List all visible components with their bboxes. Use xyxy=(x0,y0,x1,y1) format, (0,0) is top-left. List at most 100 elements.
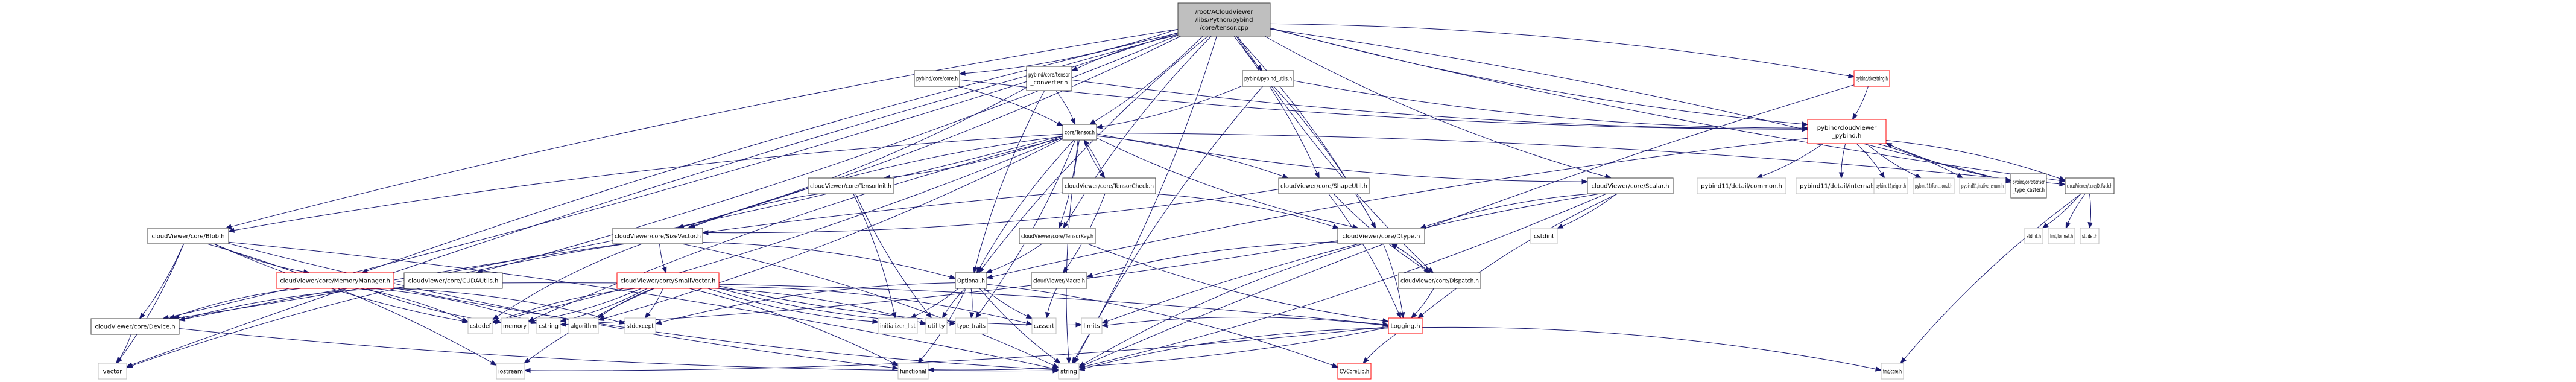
node-sizevector[interactable]: cloudViewer/core/SizeVector.h xyxy=(612,228,703,244)
node-docstring[interactable]: pybind/docstring.h xyxy=(1853,70,1890,87)
node-label: initializer_list xyxy=(880,323,916,330)
edge-smallvector-to-algorithm xyxy=(602,288,654,316)
node-scalar[interactable]: cloudViewer/core/Scalar.h xyxy=(1587,177,1674,194)
node-tensorcheck[interactable]: cloudViewer/core/TensorCheck.h xyxy=(1062,177,1156,194)
node-box xyxy=(1062,177,1156,194)
node-initializer-list: initializer_list xyxy=(878,317,918,334)
node-macro[interactable]: cloudViewer/Macro.h xyxy=(1031,272,1087,289)
node-type-caster[interactable]: pybind/core/tensor_type_caster.h xyxy=(2010,173,2047,199)
node-cvcorelib[interactable]: CVCoreLib.h xyxy=(1337,363,1372,380)
edge-optional-to-type_traits xyxy=(970,288,973,313)
edge-smallvector-to-type_traits xyxy=(718,288,951,324)
node-label: cloudViewer/core/DLPack.h xyxy=(2067,183,2112,190)
node-label: cloudViewer/core/Dtype.h xyxy=(1342,234,1420,240)
arrowhead-icon xyxy=(523,357,531,364)
node-label: /core/tensor.cpp xyxy=(1200,25,1248,31)
node-memorymanager[interactable]: cloudViewer/core/MemoryManager.h xyxy=(276,272,394,289)
node-label: cloudViewer/core/Device.h xyxy=(95,324,175,331)
node-box xyxy=(1853,70,1890,87)
edges-layer xyxy=(116,23,2093,374)
node-box xyxy=(1881,363,1904,380)
edge-docstring-to-string xyxy=(1084,84,1855,366)
edge-scalar-to-limits xyxy=(1107,193,1601,322)
node-device[interactable]: cloudViewer/core/Device.h xyxy=(90,318,180,335)
node-label: type_traits xyxy=(957,323,986,330)
node-blob[interactable]: cloudViewer/core/Blob.h xyxy=(147,228,229,244)
arrowhead-icon xyxy=(1282,173,1290,179)
node-label: core/Tensor.h xyxy=(1065,130,1095,136)
node-pybind-utils[interactable]: pybind/pybind_utils.h xyxy=(1242,70,1294,87)
arrowhead-icon xyxy=(1052,363,1060,368)
arrowhead-icon xyxy=(1071,118,1076,126)
edge-tensorinit-to-utility xyxy=(855,193,929,314)
node-label: pybind11/functional.h xyxy=(1915,183,1952,190)
edge-root-to-tensorkey xyxy=(1066,36,1212,224)
edge-root-to-memorymanager xyxy=(367,33,1179,272)
node-core-h[interactable]: pybind/core/core.h xyxy=(914,70,960,87)
edge-core_h-to-cv_pybind xyxy=(959,79,1803,130)
node-box xyxy=(2010,173,2047,199)
node-cstddef: cstddef xyxy=(467,317,493,334)
node-dlpack[interactable]: cloudViewer/core/DLPack.h xyxy=(2065,177,2115,194)
node-box xyxy=(1337,363,1372,380)
edge-tensor_h-to-algorithm xyxy=(603,138,1063,319)
node-tensorinit[interactable]: cloudViewer/core/TensorInit.h xyxy=(808,177,894,194)
node-functional: functional xyxy=(897,363,929,380)
node-tensor-h[interactable]: core/Tensor.h xyxy=(1062,124,1097,141)
arrowhead-icon xyxy=(1066,357,1072,364)
node-tensor-converter[interactable]: pybind/core/tensor_converter.h xyxy=(1026,66,1072,91)
edge-scalar-to-dtype xyxy=(1425,193,1592,227)
edge-root-to-type_caster xyxy=(1270,28,2006,181)
node-label: cloudViewer/core/TensorKey.h xyxy=(1021,234,1093,240)
arrowhead-icon xyxy=(701,230,709,235)
node-label: /libs/Python/pybind xyxy=(1195,17,1253,24)
arrowhead-icon xyxy=(1914,173,1922,179)
node-label: utility xyxy=(928,323,945,330)
node-tensorkey[interactable]: cloudViewer/core/TensorKey.h xyxy=(1019,228,1096,244)
arrowhead-icon xyxy=(2065,221,2071,229)
node-algorithm: algorithm xyxy=(568,317,599,334)
node-limits: limits xyxy=(1081,317,1103,334)
arrowhead-icon xyxy=(1885,142,1893,148)
edge-dlpack-to-fmt_format xyxy=(2068,193,2086,223)
node-box xyxy=(1031,317,1057,334)
node-dtype[interactable]: cloudViewer/core/Dtype.h xyxy=(1337,228,1425,244)
edge-pybind_utils-to-tensor_h xyxy=(1101,85,1243,127)
edge-logging-to-functional xyxy=(933,327,1389,371)
edge-tensor_h-to-dtype xyxy=(1096,138,1353,228)
node-root[interactable]: /root/ACloudViewer/libs/Python/pybind/co… xyxy=(1177,2,1271,37)
edge-blob-to-iostream xyxy=(206,243,492,363)
node-box xyxy=(467,317,493,334)
node-label: pybind11/detail/common.h xyxy=(1701,183,1782,190)
arrowhead-icon xyxy=(949,274,957,279)
node-box xyxy=(98,363,127,380)
node-shapeutil[interactable]: cloudViewer/core/ShapeUtil.h xyxy=(1278,177,1370,194)
edge-tensor_converter-to-optional xyxy=(975,90,1045,268)
edge-smallvector-to-functional xyxy=(689,288,894,364)
edge-root-to-core_h xyxy=(964,28,1179,74)
edge-smallvector-to-stdexcept xyxy=(648,288,663,314)
node-box xyxy=(501,317,529,334)
edge-root-to-shapeutil xyxy=(1233,36,1317,174)
node-smallvector[interactable]: cloudViewer/core/SmallVector.h xyxy=(616,272,720,289)
arrowhead-icon xyxy=(949,320,957,326)
arrowhead-icon xyxy=(975,311,981,319)
node-box xyxy=(2080,228,2100,244)
edge-root-to-dlpack xyxy=(1270,28,2060,181)
node-label: Optional.h xyxy=(957,278,985,285)
edge-dtype-to-logging xyxy=(1383,243,1403,313)
node-cudautils[interactable]: cloudViewer/core/CUDAUtils.h xyxy=(403,272,503,289)
edge-optional-to-utility xyxy=(945,288,966,314)
arrowhead-icon xyxy=(958,71,966,76)
node-label: stdint.h xyxy=(2027,234,2041,240)
node-optional[interactable]: Optional.h xyxy=(955,272,987,289)
node-cv-pybind[interactable]: pybind/cloudViewer_pybind.h xyxy=(1807,119,1887,144)
edge-root-to-vector xyxy=(131,34,1179,365)
node-dispatch[interactable]: cloudViewer/core/Dispatch.h xyxy=(1398,272,1481,289)
node-logging[interactable]: Logging.h xyxy=(1388,317,1423,334)
nodes-layer: /root/ACloudViewer/libs/Python/pybind/co… xyxy=(90,2,2115,380)
arrowhead-icon xyxy=(1802,125,1809,131)
arrowhead-icon xyxy=(1410,312,1417,319)
arrowhead-icon xyxy=(2087,222,2093,229)
edge-cudautils-to-device xyxy=(184,287,405,319)
